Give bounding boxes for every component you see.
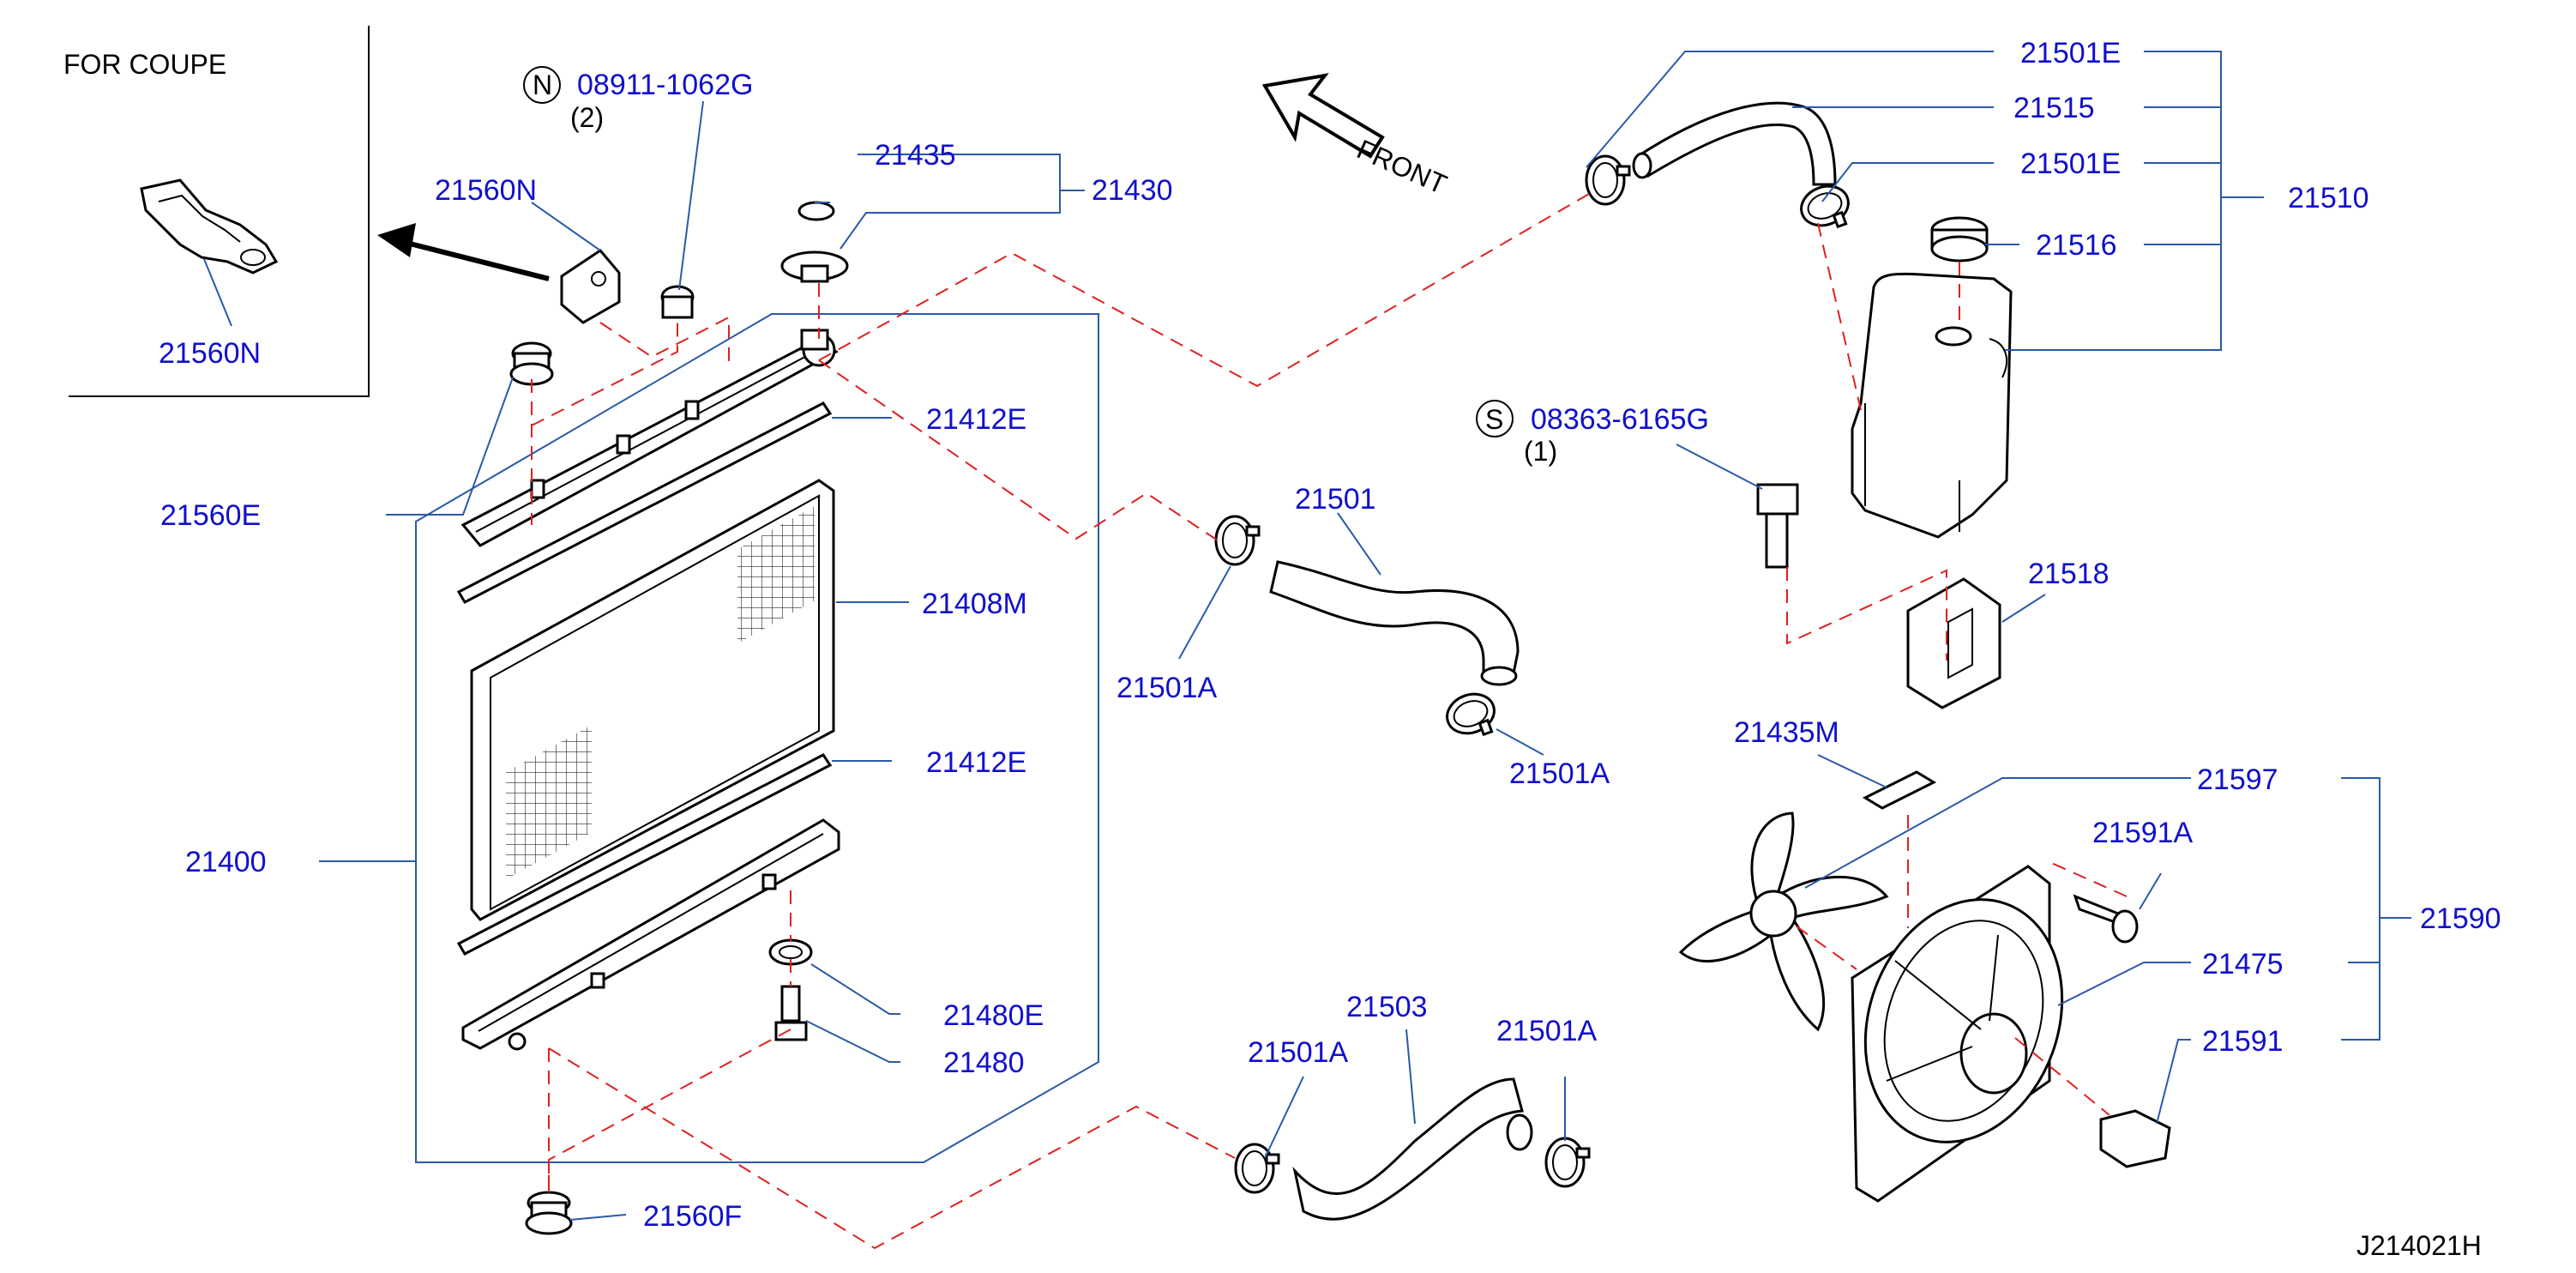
hose-icon — [1269, 101, 1837, 1221]
label-21518: 21518 — [2028, 558, 2110, 590]
grommet-icon — [660, 285, 695, 319]
label-21435: 21435 — [875, 139, 956, 172]
label-21590: 21590 — [2420, 902, 2501, 935]
mount-21560f-icon — [525, 1191, 573, 1235]
s-symbol: S — [1485, 404, 1503, 435]
fan-motor-icon — [1678, 770, 2171, 1203]
label-21480: 21480 — [943, 1047, 1025, 1079]
label-21591: 21591 — [2202, 1025, 2284, 1058]
label-21503: 21503 — [1346, 991, 1428, 1023]
label-21597: 21597 — [2197, 763, 2278, 796]
label-21501e-1: 21501E — [2020, 37, 2121, 69]
drawing-id: J214021H — [2356, 1230, 2482, 1261]
callout-labels: N 08911-1062G (2) 21560N 21435 21430 215… — [160, 37, 2501, 1261]
label-21501a-1: 21501A — [1116, 672, 1218, 704]
label-08911: 08911-1062G — [577, 69, 753, 101]
n-symbol: N — [533, 69, 552, 100]
label-21560n-inset: 21560N — [159, 337, 261, 370]
label-21501e-2: 21501E — [2020, 148, 2121, 180]
label-21560e: 21560E — [160, 499, 261, 532]
label-21501a-2: 21501A — [1509, 757, 1610, 790]
label-21412e-top: 21412E — [926, 403, 1026, 436]
bolt-icon — [774, 985, 808, 1041]
bolt-icon — [1756, 483, 1799, 569]
label-08363-qty: (1) — [1524, 436, 1557, 467]
label-08363: 08363-6165G — [1531, 403, 1709, 436]
label-21515: 21515 — [2013, 92, 2095, 124]
label-21435m: 21435M — [1734, 716, 1839, 749]
radiator-cap-icon — [780, 250, 849, 283]
radiator-icon — [377, 201, 1099, 1235]
label-21400: 21400 — [185, 846, 267, 878]
label-21510: 21510 — [2288, 182, 2369, 214]
reservoir-tank-icon — [1851, 216, 2013, 539]
bracket-21560n-icon — [140, 178, 279, 275]
label-21475: 21475 — [2202, 948, 2284, 980]
coupe-inset: FOR COUPE 21560N — [63, 26, 370, 397]
label-21560n: 21560N — [435, 174, 537, 207]
leader-lines — [319, 51, 2411, 1221]
mount-21560e-icon — [509, 341, 554, 386]
label-21412e-bot: 21412E — [926, 746, 1026, 779]
flow-lines — [531, 190, 2128, 1250]
inset-title: FOR COUPE — [63, 49, 226, 80]
label-21560f: 21560F — [643, 1200, 742, 1233]
label-21516: 21516 — [2036, 229, 2117, 262]
bracket-21518-icon — [1906, 577, 2001, 709]
label-21430: 21430 — [1092, 174, 1173, 207]
label-21501a-4: 21501A — [1496, 1015, 1598, 1047]
front-arrow-icon: FRONT — [1261, 73, 1451, 201]
label-21408m: 21408M — [922, 588, 1027, 620]
front-label: FRONT — [1352, 134, 1451, 201]
label-21501: 21501 — [1295, 483, 1376, 516]
label-21501a-3: 21501A — [1248, 1036, 1349, 1069]
label-21591a: 21591A — [2092, 817, 2194, 849]
label-08911-qty: (2) — [570, 102, 604, 133]
bracket-21560n-icon — [560, 249, 621, 324]
label-21480e: 21480E — [943, 999, 1044, 1032]
